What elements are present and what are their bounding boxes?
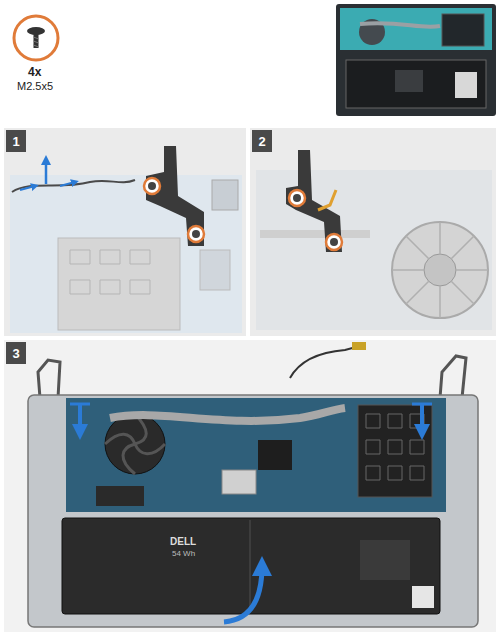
battery-capacity: 54 Wh (172, 550, 195, 559)
step-3-panel-shape (96, 486, 144, 506)
step-3-panel-shape (249, 520, 251, 612)
screw-icon-shape (34, 33, 39, 48)
step-1-panel-shape (12, 180, 135, 192)
overview-thumbnail-shape (346, 60, 486, 108)
step-1-panel-shape (144, 178, 160, 194)
step-3-panel-shape (258, 440, 292, 470)
step-2-panel-shape (318, 190, 336, 210)
step-1-panel-shape (10, 175, 242, 333)
step-3-panel-shape (290, 346, 360, 378)
step-3-panel-shape (38, 360, 60, 398)
step-2-panel-shape (330, 238, 338, 246)
step-1-panel-shape (70, 250, 150, 294)
step-number-badge: 2 (252, 130, 272, 152)
step-2-panel-shape (392, 222, 488, 318)
step-1-panel-shape (4, 128, 246, 336)
step-1-panel-shape (60, 182, 75, 186)
step-2-panel-shape (286, 150, 342, 252)
step-1-panel-shape (146, 146, 204, 246)
step-2-panel-shape (260, 230, 370, 238)
step-3-panel-shape (420, 404, 424, 432)
step-3-panel-shape (62, 518, 440, 614)
step-3-panel-shape (70, 403, 90, 406)
step-3-panel-shape (28, 395, 478, 627)
step-3-panel-shape (105, 414, 165, 474)
step-1-panel-shape (200, 250, 230, 290)
step-3-panel-shape (66, 398, 446, 512)
step-3-panel-shape (222, 470, 256, 494)
step-3-panel-shape (110, 408, 345, 421)
step-1-panel-shape (58, 238, 180, 330)
overview-thumbnail-shape (455, 72, 477, 98)
overview-thumbnail-shape (395, 70, 423, 92)
step-3-panel-shape (360, 540, 410, 580)
step-3-panel-shape (412, 403, 432, 406)
step-1-panel-shape (148, 182, 156, 190)
step-1-panel-shape (20, 186, 35, 190)
step-number: 3 (12, 346, 19, 361)
screw-size: M2.5x5 (17, 80, 53, 92)
step-number-badge: 1 (6, 130, 26, 152)
step-number: 2 (258, 134, 265, 149)
step-2-panel-shape (293, 194, 301, 202)
battery-brand: DELL (170, 536, 196, 547)
step-2-panel-shape (392, 222, 488, 318)
step-3-panel-shape (224, 566, 262, 622)
step-2-panel-shape (250, 128, 496, 336)
overview-thumbnail-shape (360, 23, 440, 27)
step-1-panel-shape (188, 226, 204, 242)
step-number: 1 (12, 134, 19, 149)
screw-icon-shape (14, 16, 58, 60)
step-3-panel-shape (440, 356, 466, 398)
step-1-panel-shape (192, 230, 200, 238)
step-2-panel (250, 128, 496, 336)
step-2-panel-shape (256, 170, 492, 330)
step-3-panel-shape (366, 414, 424, 480)
screw-count: 4x (28, 66, 41, 79)
step-1-panel-shape (212, 180, 238, 210)
overview-thumbnail (336, 4, 496, 116)
step-2-panel-shape (326, 234, 342, 250)
overview-thumbnail-shape (340, 8, 492, 50)
screw-icon-shape (34, 37, 39, 47)
overview-thumbnail-shape (336, 4, 496, 116)
step-3-panel-shape (4, 340, 496, 632)
step-3-panel-shape (78, 404, 82, 432)
step-3-panel-shape (358, 405, 432, 497)
step-1-panel (4, 128, 246, 336)
step-1-panel-shape (45, 160, 48, 184)
step-3-panel-shape (352, 342, 366, 350)
step-3-panel (4, 340, 496, 632)
step-3-panel-shape (105, 414, 165, 474)
step-number-badge: 3 (6, 342, 26, 364)
screw-icon (14, 16, 58, 60)
step-2-panel-shape (289, 190, 305, 206)
overview-thumbnail-shape (442, 14, 484, 46)
step-3-panel-shape (412, 586, 434, 608)
